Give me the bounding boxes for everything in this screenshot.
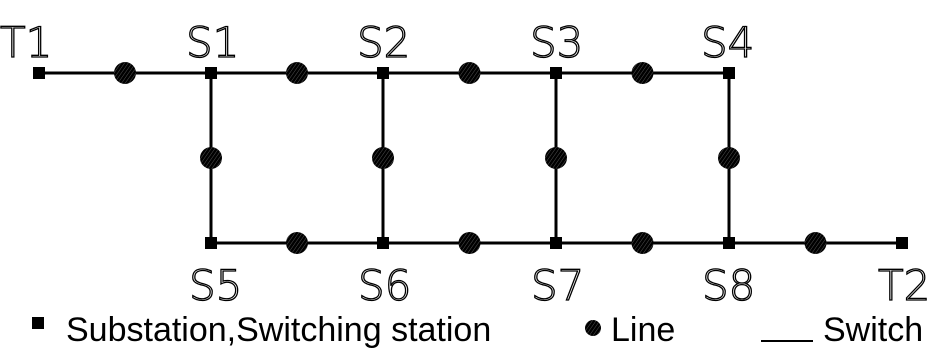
line-legend-icon [585, 320, 601, 336]
legend: Substation,Switching station Line Switch [32, 311, 923, 349]
line-marker-s3-s7 [545, 147, 567, 169]
node-label-s8: S8 [702, 261, 755, 310]
node-label-s5: S5 [189, 261, 242, 310]
line-markers-layer [114, 62, 827, 254]
node-s3 [550, 67, 562, 79]
line-marker-s5-s6 [286, 232, 308, 254]
substation-legend-label: Substation,Switching station [66, 311, 491, 349]
node-s4 [723, 67, 735, 79]
node-s8 [723, 237, 735, 249]
node-label-s3: S3 [530, 18, 583, 67]
node-t2 [896, 237, 908, 249]
line-marker-s3-s4 [631, 62, 654, 84]
line-marker-s1-s5 [200, 147, 222, 169]
line-marker-s2-s3 [458, 62, 481, 84]
node-s6 [377, 237, 389, 249]
substation-legend-icon [32, 317, 44, 329]
node-s7 [550, 237, 562, 249]
line-marker-s8-t2 [804, 232, 827, 254]
node-label-s1: S1 [186, 18, 239, 67]
line-legend-label: Line [611, 311, 675, 349]
switch-legend-label: Switch [823, 311, 923, 349]
line-marker-s2-s6 [372, 147, 394, 169]
node-s2 [377, 67, 389, 79]
node-s5 [205, 237, 217, 249]
edges-layer [39, 71, 902, 245]
node-label-s7: S7 [531, 261, 584, 310]
node-t1 [33, 67, 45, 79]
line-marker-s7-s8 [631, 232, 654, 254]
node-label-t2: T2 [878, 261, 930, 310]
node-label-s2: S2 [357, 18, 410, 67]
node-label-t1: T1 [0, 18, 52, 67]
node-label-s4: S4 [701, 18, 754, 67]
nodes-layer [33, 67, 908, 249]
node-label-s6: S6 [358, 261, 411, 310]
line-marker-s4-s8 [718, 147, 740, 169]
line-marker-s6-s7 [458, 232, 481, 254]
line-marker-t1-s1 [114, 62, 136, 84]
line-marker-s1-s2 [286, 62, 308, 84]
node-s1 [205, 67, 217, 79]
